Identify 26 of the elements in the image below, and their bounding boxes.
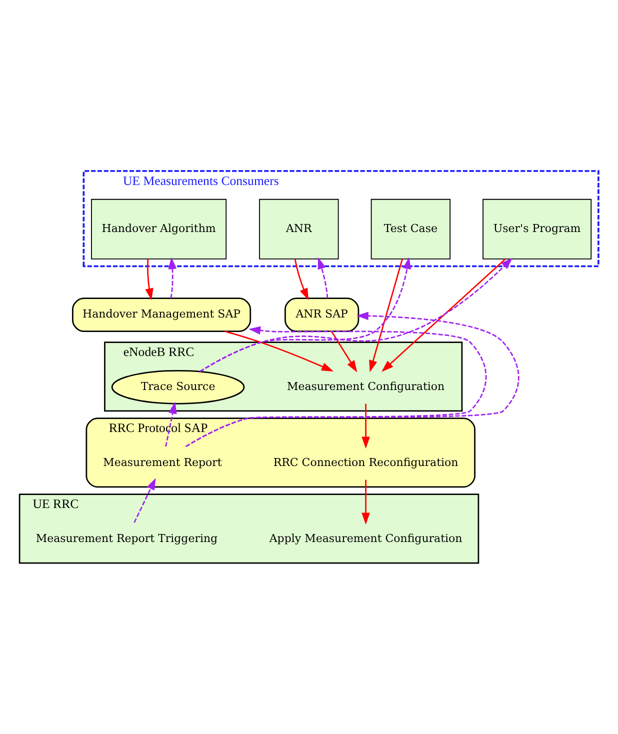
node-box: Test Case xyxy=(370,198,451,260)
node-box: User's Program xyxy=(482,198,592,260)
arrow xyxy=(294,259,309,300)
node-ellipse: Trace Source xyxy=(111,370,245,404)
node-text: RRC Connection Reconfiguration xyxy=(273,456,458,470)
arrow xyxy=(168,257,177,298)
arrow xyxy=(186,312,520,448)
node-text: Measurement Report xyxy=(103,456,222,470)
arrow xyxy=(200,258,513,372)
arrow xyxy=(134,478,156,523)
node-text: Measurement Report Triggering xyxy=(36,532,218,546)
node-box: ANR xyxy=(259,198,339,260)
arrow xyxy=(165,402,177,447)
node-text: Measurement Configuration xyxy=(286,380,445,393)
arrow xyxy=(382,258,506,372)
arrow xyxy=(362,404,370,449)
arrow xyxy=(145,259,154,300)
arrow xyxy=(331,331,358,372)
node-box: Handover Management SAP xyxy=(72,298,252,332)
node-box: Handover Algorithm xyxy=(91,198,227,260)
arrow xyxy=(200,257,412,372)
node-box: ANR SAP xyxy=(284,298,360,332)
arrow xyxy=(362,480,370,525)
arrow xyxy=(369,258,403,372)
arrow xyxy=(318,257,328,298)
node-text: Apply Measurement Configuration xyxy=(269,532,462,546)
